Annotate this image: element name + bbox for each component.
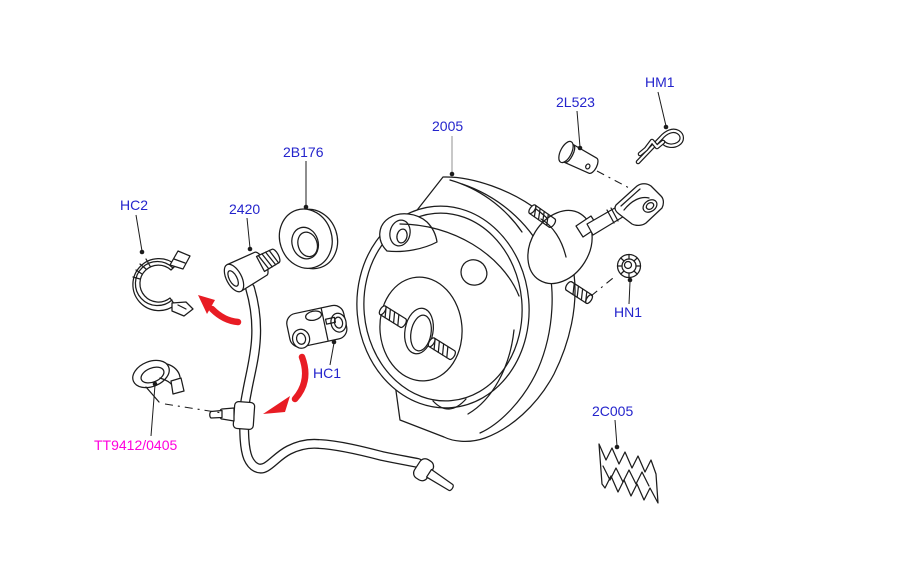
red-arrow-to-valve [263,353,309,414]
grommet-2b176-drawing [278,208,339,270]
callout-leader-lines [135,91,669,450]
hose-end-fitting-drawing [412,458,454,492]
callout-label-hm1[interactable]: HM1 [645,74,675,90]
vacuum-hose-drawing [209,283,454,492]
callout-label-2005[interactable]: 2005 [432,118,464,134]
callout-label-2l523[interactable]: 2L523 [556,94,595,110]
red-arrow-to-clip [198,295,242,326]
fitting-2420-drawing [223,248,281,293]
callout-label-hc1[interactable]: HC1 [313,365,342,381]
brake-booster-drawing [356,176,664,442]
callout-label-2b176[interactable]: 2B176 [283,144,324,160]
gasket-2c005-drawing [598,443,659,504]
booster-rear-shell-drawing [527,209,593,285]
clip-hc2-drawing [132,250,194,317]
check-valve-fitting-drawing [209,400,256,431]
clamp-hc1-drawing [286,304,348,349]
pin-2l523-drawing [558,140,599,175]
nut-hn1-drawing [616,253,642,279]
callout-label-tt9412-0405[interactable]: TT9412/0405 [94,437,178,453]
callout-label-2420[interactable]: 2420 [229,201,261,217]
callout-label-2c005[interactable]: 2C005 [592,403,634,419]
callout-label-hc2[interactable]: HC2 [120,197,149,213]
hose-loop-tt9412-drawing [132,359,185,403]
clevis-drawing [614,183,664,226]
callout-label-hn1[interactable]: HN1 [614,304,643,320]
assembly-dashed-lines [164,170,634,414]
hairpin-clip-hm1-drawing [635,128,685,165]
